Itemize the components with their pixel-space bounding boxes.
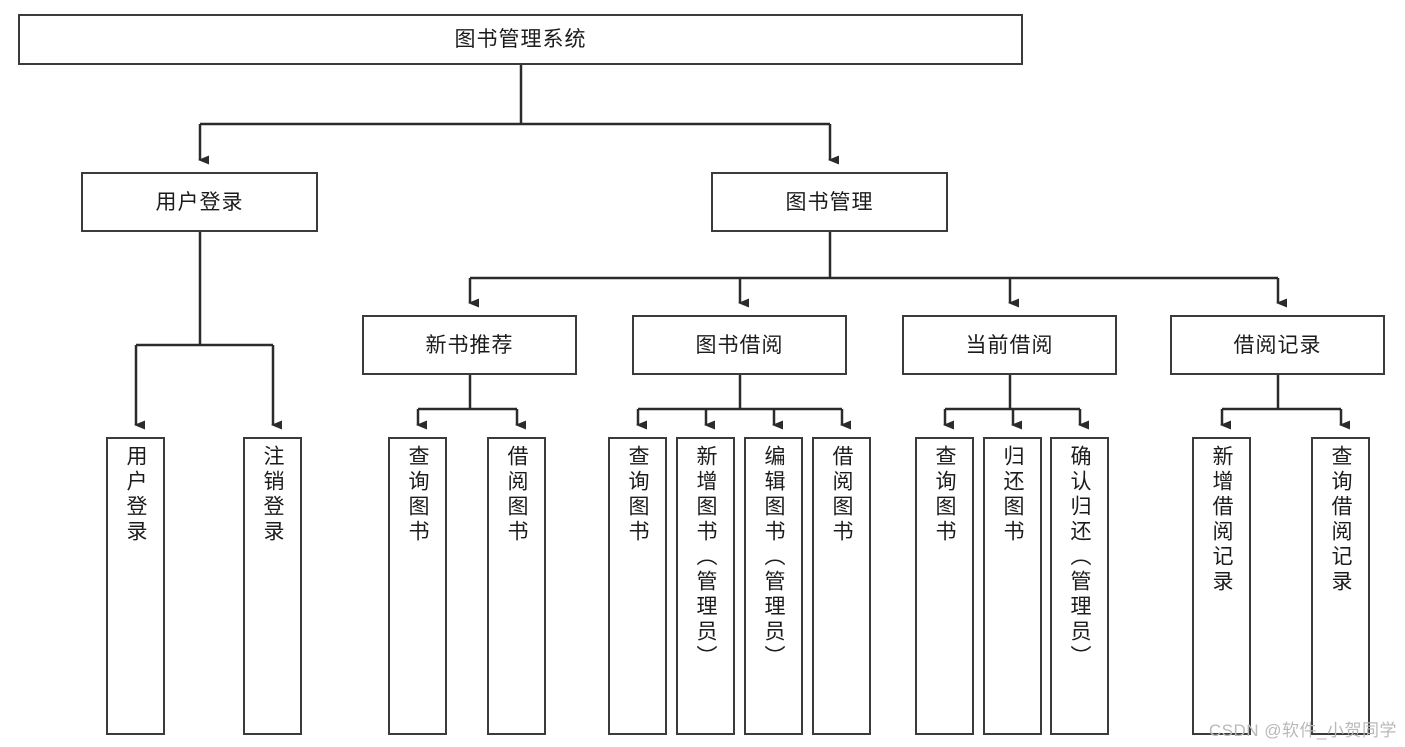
node-label: 当前借阅 bbox=[965, 333, 1054, 357]
node-root[interactable]: 图书管理系统 bbox=[18, 14, 1023, 65]
node-current_borrow[interactable]: 当前借阅 bbox=[902, 315, 1117, 375]
node-leaf_query_book_1[interactable]: 查询图书 bbox=[388, 437, 447, 735]
node-leaf_borrow_book_1[interactable]: 借阅图书 bbox=[487, 437, 546, 735]
node-label: 查询图书 bbox=[933, 445, 956, 545]
node-leaf_confirm_return[interactable]: 确认归还（管理员） bbox=[1050, 437, 1109, 735]
node-leaf_return_book[interactable]: 归还图书 bbox=[983, 437, 1042, 735]
watermark-label: CSDN @软件_小贺同学 bbox=[1208, 721, 1397, 740]
node-borrow_record[interactable]: 借阅记录 bbox=[1170, 315, 1385, 375]
node-label: 图书管理系统 bbox=[454, 28, 587, 51]
node-label: 图书借阅 bbox=[695, 333, 784, 357]
node-book_manage[interactable]: 图书管理 bbox=[711, 172, 948, 232]
node-leaf_add_book[interactable]: 新增图书（管理员） bbox=[676, 437, 735, 735]
node-user_login[interactable]: 用户登录 bbox=[81, 172, 318, 232]
node-new_book_rec[interactable]: 新书推荐 bbox=[362, 315, 577, 375]
node-label: 借阅图书 bbox=[830, 445, 853, 545]
node-leaf_add_record[interactable]: 新增借阅记录 bbox=[1192, 437, 1251, 735]
node-label: 用户登录 bbox=[124, 445, 147, 545]
node-leaf_edit_book[interactable]: 编辑图书（管理员） bbox=[744, 437, 803, 735]
node-leaf_query_book_2[interactable]: 查询图书 bbox=[608, 437, 667, 735]
node-label: 注销登录 bbox=[261, 445, 284, 545]
node-label: 确认归还（管理员） bbox=[1068, 445, 1091, 670]
node-label: 用户登录 bbox=[155, 190, 244, 214]
node-label: 查询图书 bbox=[626, 445, 649, 545]
node-leaf_user_login[interactable]: 用户登录 bbox=[106, 437, 165, 735]
node-label: 归还图书 bbox=[1001, 445, 1024, 545]
node-leaf_query_record[interactable]: 查询借阅记录 bbox=[1311, 437, 1370, 735]
node-label: 借阅图书 bbox=[505, 445, 528, 545]
node-label: 编辑图书（管理员） bbox=[762, 445, 785, 670]
node-leaf_query_book_3[interactable]: 查询图书 bbox=[915, 437, 974, 735]
node-book_borrow[interactable]: 图书借阅 bbox=[632, 315, 847, 375]
node-label: 新增借阅记录 bbox=[1210, 445, 1233, 595]
node-label: 新书推荐 bbox=[425, 333, 514, 357]
node-label: 图书管理 bbox=[785, 190, 874, 214]
node-leaf_user_logout[interactable]: 注销登录 bbox=[243, 437, 302, 735]
node-label: 查询借阅记录 bbox=[1329, 445, 1352, 595]
node-label: 查询图书 bbox=[406, 445, 429, 545]
node-label: 借阅记录 bbox=[1233, 333, 1322, 357]
node-label: 新增图书（管理员） bbox=[694, 445, 717, 670]
node-leaf_borrow_book_2[interactable]: 借阅图书 bbox=[812, 437, 871, 735]
